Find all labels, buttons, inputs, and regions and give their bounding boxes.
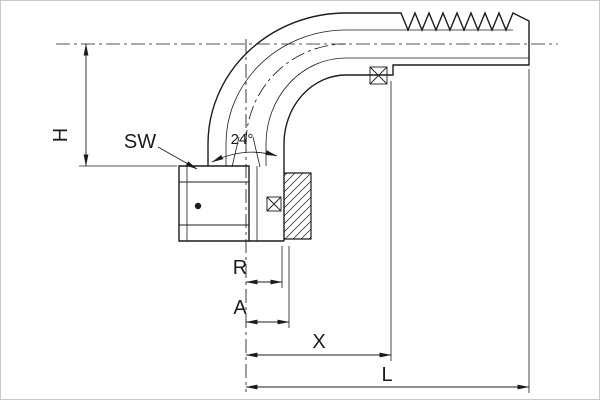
flange-outline	[284, 172, 312, 240]
dimension-label-h: H	[50, 128, 72, 142]
elbow-and-nipple-path	[207, 11, 530, 166]
fitting-outline	[207, 11, 530, 166]
outer-bore-arc	[225, 29, 347, 166]
hose-stop-square	[369, 66, 388, 85]
sw-leader-line	[157, 146, 198, 170]
dimension-label-a: A	[233, 297, 247, 319]
bore-lines	[225, 29, 529, 166]
body-nose-edge	[249, 166, 285, 242]
section-hatching	[284, 173, 311, 239]
angle-annotation	[211, 136, 278, 168]
cone-angle-label: 24°	[231, 131, 254, 148]
dimension-label-r: R	[233, 257, 247, 279]
dimension-label-l: L	[381, 364, 392, 386]
bend-centerline-arc	[245, 43, 347, 145]
wrench-size-label-sw: SW	[124, 131, 156, 153]
dimension-label-x: X	[312, 331, 325, 353]
nut-flat-lines	[179, 181, 249, 226]
extension-lines	[79, 69, 530, 393]
angle-arc	[211, 150, 278, 163]
hose-stop-detail	[369, 66, 388, 85]
body-section	[249, 166, 312, 242]
centerlines	[56, 39, 558, 392]
nut-center-dot	[194, 202, 202, 210]
dimension-lines	[83, 43, 530, 390]
o-ring-detail	[266, 196, 282, 212]
hose-stop-cross	[369, 66, 388, 85]
inner-bore-arc	[265, 57, 529, 166]
